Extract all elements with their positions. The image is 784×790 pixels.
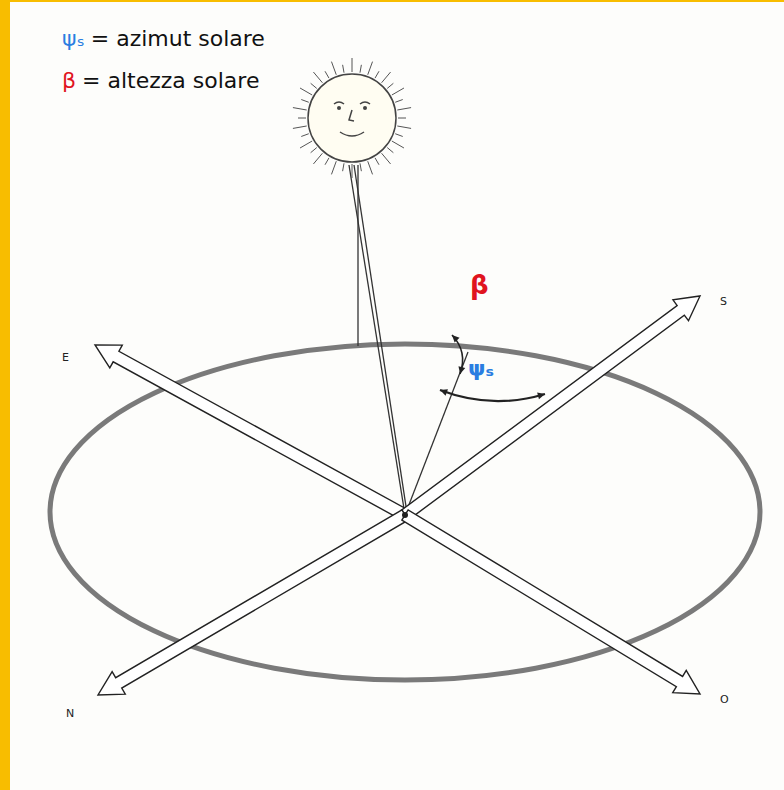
horizon-circle (50, 344, 760, 680)
compass-label: O (720, 694, 729, 705)
arc-arrowhead (440, 389, 448, 396)
arc-arrowhead (459, 366, 466, 374)
legend-text: = azimut solare (91, 28, 265, 50)
legend-text: = altezza solare (82, 70, 259, 92)
arc-arrowhead (537, 393, 545, 400)
compass-arrow (95, 345, 408, 520)
angle-label: ψₛ (468, 358, 494, 380)
arc-arrowhead (452, 335, 460, 343)
compass-arrow (401, 296, 700, 520)
angle-label: β (470, 272, 489, 298)
compass-arrow (98, 510, 408, 695)
compass-label: E (62, 352, 69, 363)
center-point (402, 512, 408, 518)
compass-label: N (66, 708, 74, 719)
compass-arrow (402, 510, 700, 694)
legend-symbol: ψₛ (62, 28, 85, 50)
sun-figure (293, 58, 411, 178)
compass-label: S (720, 296, 727, 307)
azimuth-arc (440, 390, 545, 401)
sun-rays-lines (349, 165, 468, 515)
legend-symbol: β (62, 70, 76, 92)
